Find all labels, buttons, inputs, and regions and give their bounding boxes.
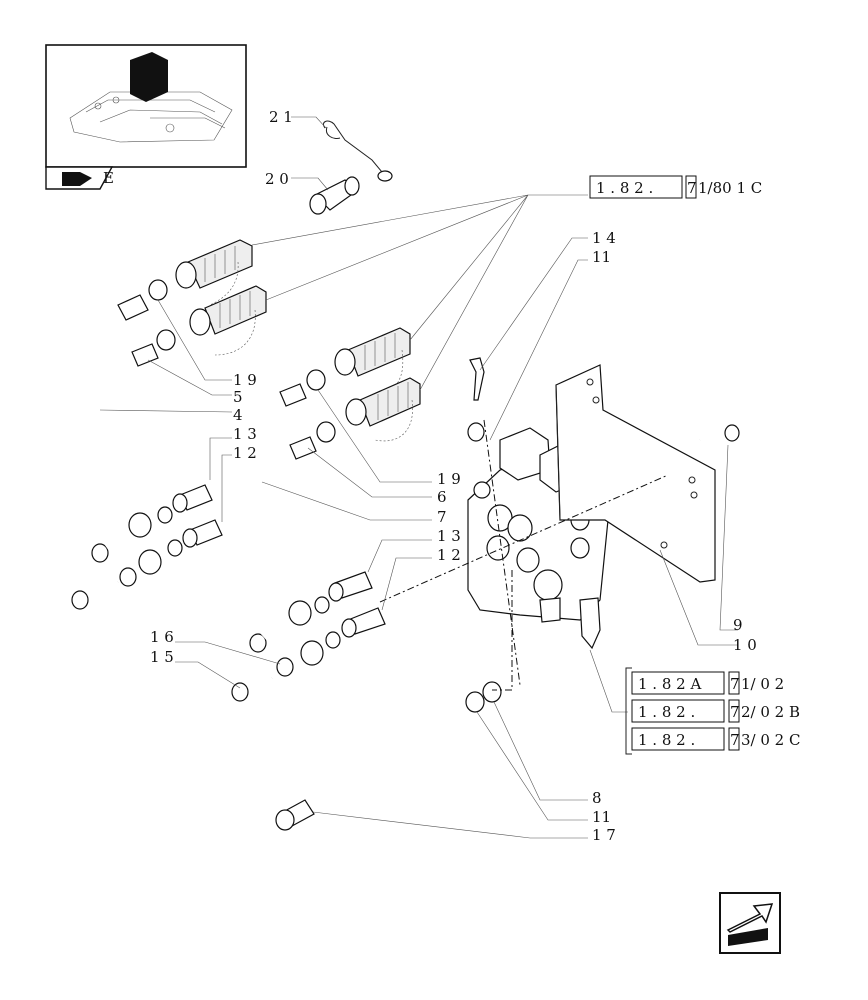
reference-row-1-rest: 1/ 0 2 bbox=[741, 675, 784, 693]
reference-top-rest: 1/80 1 C bbox=[698, 179, 762, 197]
callout-6: 6 bbox=[437, 488, 447, 506]
callout-12-right: 1 2 bbox=[437, 546, 461, 564]
callout-5: 5 bbox=[233, 388, 243, 406]
reference-group: 1 . 8 2 A 7 1/ 0 2 1 . 8 2 . 7 2/ 0 2 B … bbox=[625, 667, 800, 755]
assembly-axes bbox=[379, 419, 669, 691]
arrow-icon[interactable] bbox=[719, 892, 781, 954]
reference-top-num: 7 bbox=[687, 179, 697, 197]
reference-row-3[interactable]: 1 . 8 2 . 7 3/ 0 2 C bbox=[631, 727, 800, 751]
adapters bbox=[157, 484, 386, 649]
bolts bbox=[71, 424, 740, 702]
reference-row-3-rest: 3/ 0 2 C bbox=[741, 731, 800, 749]
callout-13-right: 1 3 bbox=[437, 527, 461, 545]
quick-couplers bbox=[175, 239, 421, 442]
leader-lines bbox=[99, 116, 738, 839]
thumbnail-panel[interactable]: E bbox=[45, 44, 247, 190]
callout-8: 8 bbox=[592, 789, 602, 807]
reference-row-1-box: 1 . 8 2 A bbox=[638, 675, 701, 693]
callout-4: 4 bbox=[233, 406, 243, 424]
callout-9: 9 bbox=[733, 616, 743, 634]
highlight-block-icon bbox=[130, 52, 168, 102]
callout-11-lower: 11 bbox=[592, 808, 611, 826]
reference-row-2[interactable]: 1 . 8 2 . 7 2/ 0 2 B bbox=[631, 699, 800, 723]
reference-row-1-num: 7 bbox=[730, 675, 740, 693]
callout-19-right: 1 9 bbox=[437, 470, 461, 488]
reference-top-box: 1 . 8 2 . bbox=[596, 179, 653, 197]
book-icon bbox=[62, 172, 92, 186]
reference-row-2-num: 7 bbox=[730, 703, 740, 721]
reference-row-1[interactable]: 1 . 8 2 A 7 1/ 0 2 bbox=[631, 671, 784, 695]
washer-8-11 bbox=[465, 681, 502, 713]
callout-21: 2 1 bbox=[269, 108, 293, 126]
seal-washers bbox=[91, 279, 485, 677]
callout-20: 2 0 bbox=[265, 170, 289, 188]
reference-row-3-box: 1 . 8 2 . bbox=[638, 731, 695, 749]
callout-16: 1 6 bbox=[150, 628, 174, 646]
part-21-chain bbox=[322, 120, 393, 182]
callout-13-left: 1 3 bbox=[233, 425, 257, 443]
pipes-left bbox=[76, 294, 162, 575]
reference-row-2-box: 1 . 8 2 . bbox=[638, 703, 695, 721]
reference-row-3-num: 7 bbox=[730, 731, 740, 749]
callout-7: 7 bbox=[437, 508, 447, 526]
callout-11-upper: 11 bbox=[592, 248, 611, 266]
reference-row-2-rest: 2/ 0 2 B bbox=[741, 703, 800, 721]
part-20-coupler bbox=[309, 176, 360, 215]
callout-15: 1 5 bbox=[150, 648, 174, 666]
thumbnail-label: E bbox=[103, 169, 114, 187]
callout-19-left: 1 9 bbox=[233, 371, 257, 389]
callout-17: 1 7 bbox=[592, 826, 616, 844]
mounting-bracket bbox=[555, 364, 716, 583]
callout-10: 1 0 bbox=[733, 636, 757, 654]
callout-14: 1 4 bbox=[592, 229, 616, 247]
part-17-plug bbox=[275, 799, 315, 831]
reference-top[interactable]: 1 . 8 2 . 7 1/80 1 C bbox=[589, 175, 762, 199]
callout-12-left: 1 2 bbox=[233, 444, 257, 462]
callouts: 2 1 2 0 1 4 11 1 9 5 4 1 3 1 2 1 9 6 7 1… bbox=[150, 108, 757, 844]
pipes-right bbox=[236, 383, 324, 666]
